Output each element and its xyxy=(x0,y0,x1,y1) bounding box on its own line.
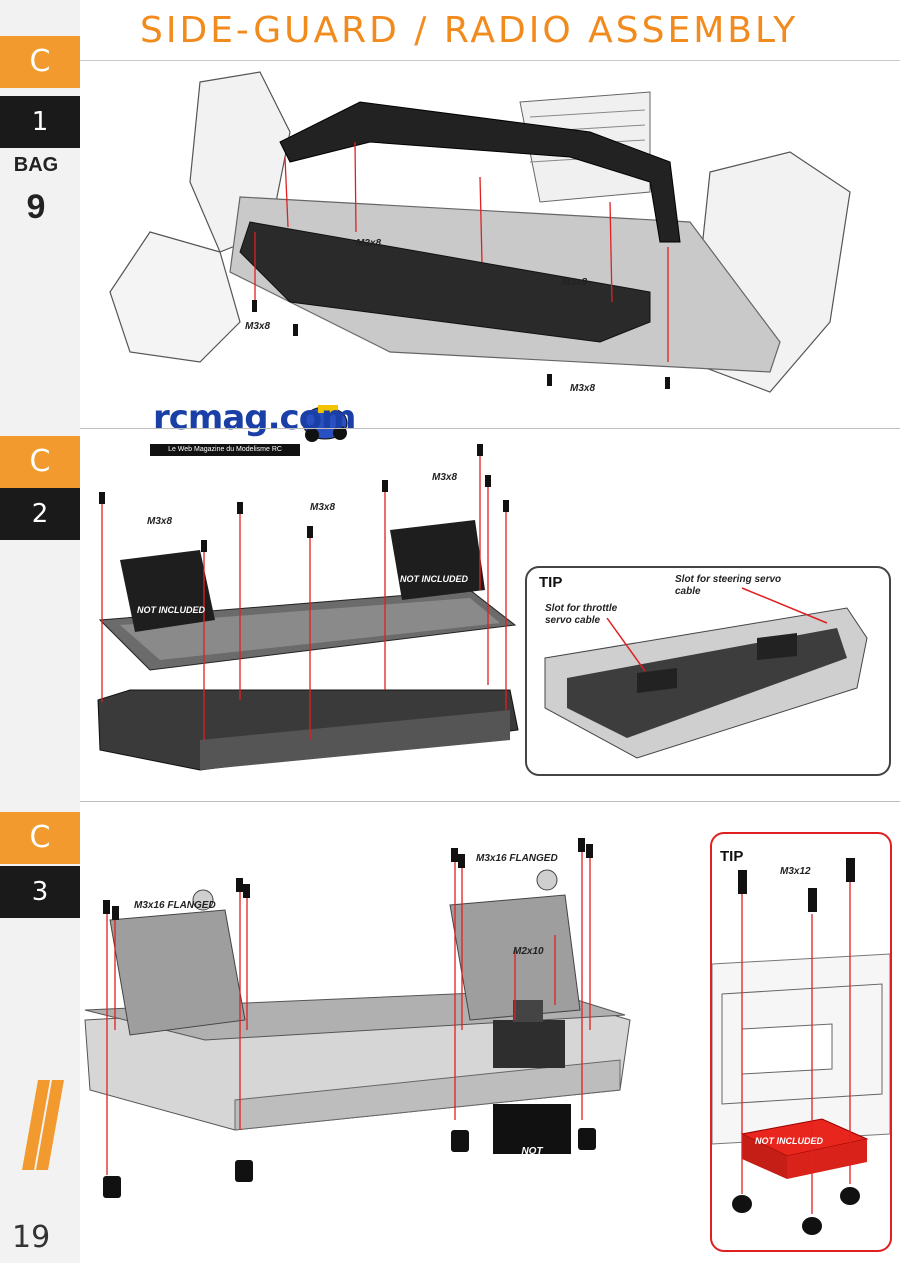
section-divider xyxy=(80,801,900,802)
brand-logo xyxy=(22,1080,64,1170)
watermark-logo-text: rcmag.com xyxy=(153,398,356,438)
title-underline xyxy=(80,60,900,61)
screw-label: M3x12 xyxy=(780,866,811,877)
step-1-section-tab: C xyxy=(0,36,80,88)
bag-number: 9 xyxy=(26,188,46,226)
tip-radio-tray-detail xyxy=(544,587,868,759)
step-2-tip-box: TIP Slot for throttle servo cable Slot f… xyxy=(525,566,891,776)
bag-label: BAG xyxy=(13,154,59,176)
screw-label: M3x16 FLANGED xyxy=(134,900,216,911)
section-divider xyxy=(80,428,900,429)
throttle-slot-label: Slot for throttle servo cable xyxy=(545,603,618,626)
page-number: 19 xyxy=(12,1220,51,1255)
not-included-label: NOT INCLUDED xyxy=(137,605,205,615)
step-2-radio-tray-illustration xyxy=(97,444,519,771)
screw-label: M3x8 xyxy=(147,516,173,527)
screw-label: M3x8 xyxy=(562,277,588,288)
screw-label: M3x8 xyxy=(356,238,382,249)
step-3-number-tab: 3 xyxy=(0,866,80,918)
step-2-number-tab: 2 xyxy=(0,488,80,540)
steering-slot-label: Slot for steering servo cable xyxy=(675,574,782,597)
screw-label: M3x8 xyxy=(245,321,271,332)
tip-title: TIP xyxy=(720,848,744,865)
tip-title: TIP xyxy=(539,574,563,591)
side-strip xyxy=(0,0,80,1263)
screw-label: M3x8 xyxy=(310,502,336,513)
not-included-label: NOT INCLUDED xyxy=(506,1146,558,1170)
watermark-tagline: Le Web Magazine du Modelisme RC xyxy=(150,444,300,456)
step-3-tip-box: TIP M3x12 NOT INCLUDED xyxy=(710,832,892,1252)
page-title: SIDE-GUARD / RADIO ASSEMBLY xyxy=(140,10,799,51)
step-3-servo-mount-illustration xyxy=(84,838,631,1198)
step-3-section-tab: C xyxy=(0,812,80,864)
step-2-section-tab: C xyxy=(0,436,80,488)
screw-label: M3x8 xyxy=(432,472,458,483)
tip-receiver-box-detail xyxy=(712,858,890,1235)
step-1-sideguard-illustration xyxy=(109,71,851,393)
not-included-label: NOT INCLUDED xyxy=(400,574,468,584)
screw-label: M3x16 FLANGED xyxy=(476,853,558,864)
watermark-logo xyxy=(150,397,350,455)
step-1-number-tab: 1 xyxy=(0,96,80,148)
screw-label: M2x10 xyxy=(513,946,544,957)
screw-label: M3x8 xyxy=(570,383,596,394)
not-included-label: NOT INCLUDED xyxy=(755,1136,823,1146)
